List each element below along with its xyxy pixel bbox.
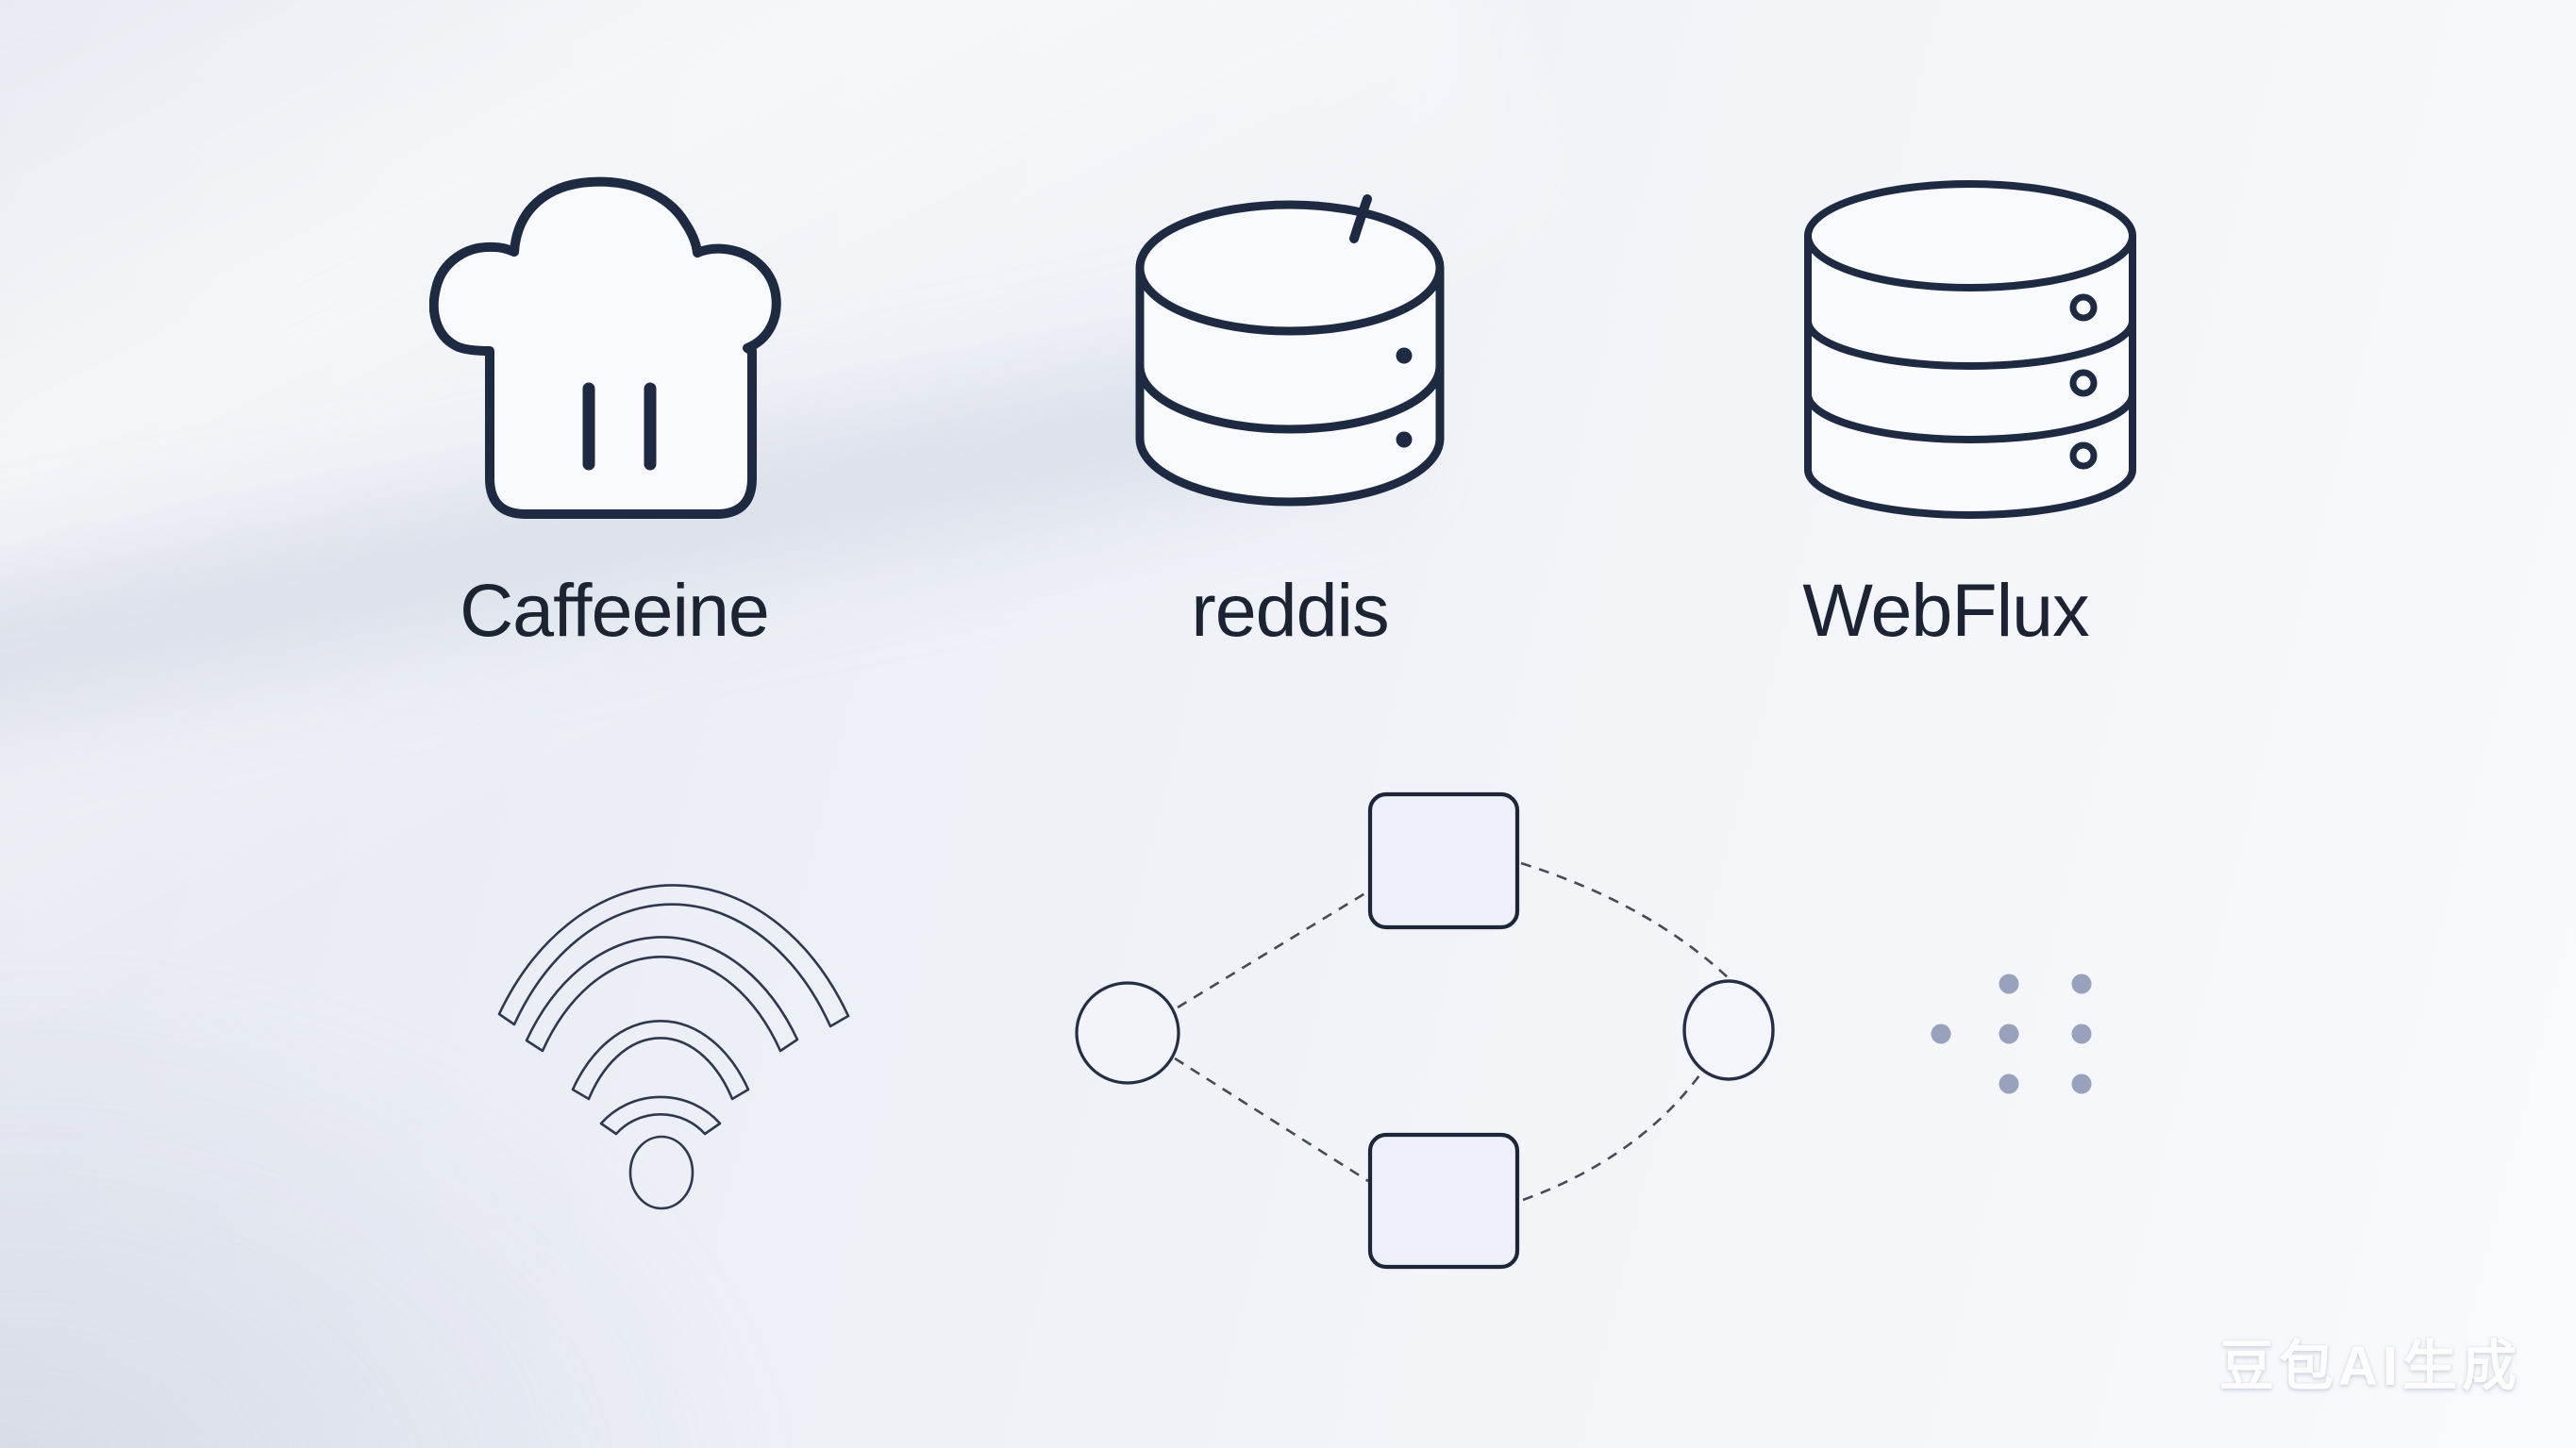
stack-ring-dot-3 (2069, 441, 2098, 470)
grid-dot (2071, 1024, 2092, 1044)
tech-label-webflux: WebFlux (1802, 568, 2089, 652)
cylinder-led-dot-1 (1396, 347, 1413, 364)
database-cylinder-icon (1135, 194, 1445, 507)
wifi-base-dot (628, 1135, 694, 1210)
flow-diagram-graphic (1075, 791, 1775, 1270)
grid-dot (2071, 1074, 2092, 1094)
stack-ring-dot-2 (2069, 369, 2098, 397)
flow-node-left-circle (1075, 981, 1180, 1085)
wifi-arc-band-1 (497, 884, 850, 1028)
grid-dot (1999, 1074, 2019, 1094)
grid-dot (1999, 1024, 2019, 1044)
cupcake-cache-icon (429, 176, 781, 519)
grid-dot (1999, 974, 2019, 994)
cylinder-tick-mark (1349, 194, 1372, 243)
ai-watermark: 豆包AI生成 (2219, 1336, 2522, 1397)
cylinder-band-line (1135, 361, 1445, 434)
cylinder-led-dot-2 (1396, 431, 1413, 448)
wifi-signal-icon (497, 884, 850, 1210)
stack-band-line-2 (1804, 391, 2136, 443)
wifi-arc-band-3 (571, 1020, 750, 1101)
flow-node-right-circle (1682, 979, 1775, 1081)
cylinder-body (1135, 200, 1445, 507)
tech-label-reddis: reddis (1191, 568, 1389, 652)
cylinder-top-rim (1135, 263, 1445, 336)
flow-node-top-rect (1367, 791, 1520, 930)
flow-node-bottom-rect (1367, 1132, 1520, 1270)
connector-left-to-bottom (1174, 1057, 1369, 1183)
connector-left-to-top (1177, 887, 1374, 1009)
database-stack-icon (1804, 180, 2136, 519)
stack-band-line-1 (1804, 317, 2136, 370)
grid-dot (1931, 1024, 1951, 1044)
stack-ring-dot-1 (2069, 293, 2098, 322)
stack-top-rim (1804, 232, 2136, 291)
grid-dot (2071, 974, 2092, 994)
connector-top-to-right (1520, 861, 1731, 980)
cupcake-outline (429, 176, 781, 519)
connector-bottom-to-right (1522, 1074, 1701, 1202)
wifi-arc-band-4 (599, 1095, 722, 1136)
tech-label-caffeeine: Caffeeine (460, 568, 770, 652)
dots-grid-graphic (1931, 974, 2092, 1094)
wifi-arc-band-2 (525, 936, 799, 1053)
